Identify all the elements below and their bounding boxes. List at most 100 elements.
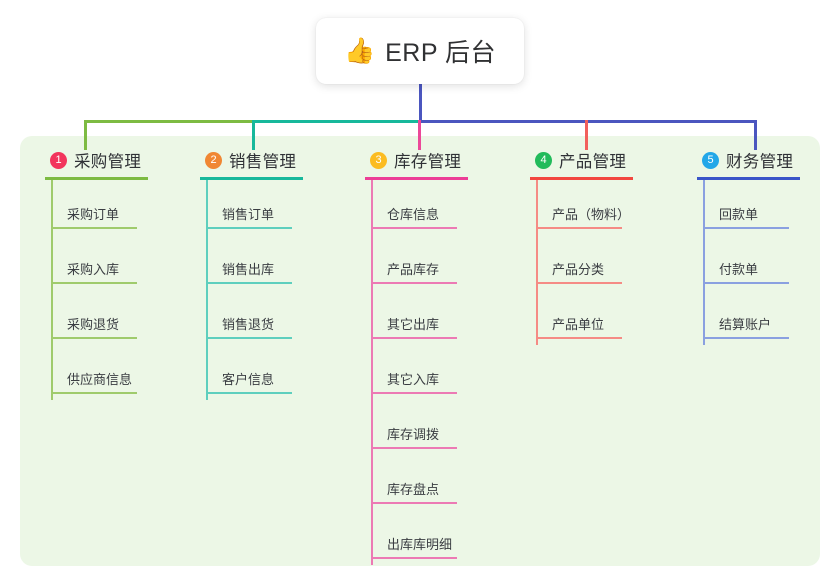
leaf-item-underline	[371, 227, 457, 229]
branch-number-badge: 2	[205, 151, 222, 169]
branch-underline	[45, 177, 148, 180]
root-node-title: ERP 后台	[385, 39, 497, 67]
leaf-item-underline	[703, 337, 789, 339]
leaf-item-underline	[536, 282, 622, 284]
leaf-item[interactable]: 库存调拨	[365, 400, 515, 455]
leaf-item-label: 供应商信息	[67, 372, 133, 387]
leaf-item-underline	[371, 337, 457, 339]
leaf-item[interactable]: 产品单位	[530, 290, 680, 345]
leaf-item[interactable]: 供应商信息	[45, 345, 195, 400]
branch-header-5[interactable]: 5 财务管理	[697, 148, 839, 172]
leaf-item-label: 仓库信息	[387, 207, 440, 222]
leaf-item[interactable]: 付款单	[697, 235, 839, 290]
branch-underline	[530, 177, 633, 180]
leaf-item[interactable]: 产品（物料）	[530, 180, 680, 235]
branch-item-list: 产品（物料） 产品分类产品单位	[530, 180, 680, 345]
leaf-item-underline	[371, 557, 457, 559]
leaf-item-label: 采购退货	[67, 317, 120, 332]
branch-title: 销售管理	[229, 153, 297, 171]
leaf-item-label: 回款单	[719, 207, 759, 222]
branch-title: 财务管理	[726, 153, 794, 171]
leaf-item-label: 销售订单	[222, 207, 275, 222]
branch-number-badge: 1	[50, 151, 67, 169]
branch-title: 产品管理	[559, 153, 627, 171]
leaf-item-label: 其它入库	[387, 372, 440, 387]
leaf-item-underline	[51, 282, 137, 284]
branch-spine	[51, 180, 53, 400]
branch-header-2[interactable]: 2 销售管理	[200, 148, 350, 172]
leaf-item-underline	[206, 392, 292, 394]
branch-underline	[697, 177, 800, 180]
branch-underline	[365, 177, 468, 180]
leaf-item-underline	[536, 227, 622, 229]
leaf-item-underline	[536, 337, 622, 339]
leaf-item[interactable]: 回款单	[697, 180, 839, 235]
branch-spine	[206, 180, 208, 400]
branch-spine	[371, 180, 373, 565]
leaf-item-label: 出库库明细	[387, 537, 453, 552]
leaf-item[interactable]: 其它出库	[365, 290, 515, 345]
bus-segment-1	[84, 120, 255, 123]
branch-item-list: 回款单付款单结算账户	[697, 180, 839, 345]
leaf-item-label: 销售退货	[222, 317, 275, 332]
leaf-item-label: 采购入库	[67, 262, 120, 277]
leaf-item-label: 产品库存	[387, 262, 440, 277]
bus-segment-3	[419, 120, 757, 123]
leaf-item-underline	[206, 282, 292, 284]
branch-number-badge: 4	[535, 151, 552, 169]
branch-drop-1	[84, 120, 87, 150]
leaf-item-underline	[371, 282, 457, 284]
leaf-item[interactable]: 客户信息	[200, 345, 350, 400]
branch-drop-3	[418, 120, 421, 150]
branch-header-4[interactable]: 4 产品管理	[530, 148, 680, 172]
leaf-item-label: 采购订单	[67, 207, 120, 222]
leaf-item[interactable]: 其它入库	[365, 345, 515, 400]
leaf-item-underline	[51, 227, 137, 229]
leaf-item[interactable]: 销售出库	[200, 235, 350, 290]
root-trunk-connector	[419, 84, 422, 122]
leaf-item-label: 销售出库	[222, 262, 275, 277]
leaf-item[interactable]: 库存盘点	[365, 455, 515, 510]
leaf-item-underline	[371, 392, 457, 394]
diagram-panel	[20, 136, 820, 566]
branch-spine	[536, 180, 538, 345]
branch-column-4: 4 产品管理产品（物料） 产品分类产品单位	[530, 148, 680, 345]
leaf-item-underline	[703, 227, 789, 229]
leaf-item-label: 产品单位	[552, 317, 605, 332]
leaf-item-underline	[371, 502, 457, 504]
branch-drop-5	[754, 120, 757, 150]
leaf-item-label: 客户信息	[222, 372, 275, 387]
branch-underline	[200, 177, 303, 180]
branch-column-2: 2 销售管理销售订单销售出库销售退货客户信息	[200, 148, 350, 400]
leaf-item-label: 付款单	[719, 262, 759, 277]
leaf-item[interactable]: 销售退货	[200, 290, 350, 345]
root-node-card[interactable]: 👍 ERP 后台	[316, 18, 524, 84]
leaf-item[interactable]: 采购退货	[45, 290, 195, 345]
branch-number-badge: 3	[370, 151, 387, 169]
branch-number-badge: 5	[702, 151, 719, 169]
leaf-item[interactable]: 产品分类	[530, 235, 680, 290]
leaf-item-underline	[51, 337, 137, 339]
leaf-item[interactable]: 采购入库	[45, 235, 195, 290]
leaf-item[interactable]: 出库库明细	[365, 510, 515, 565]
thumbs-up-icon: 👍	[343, 36, 376, 65]
branch-drop-4	[585, 120, 588, 150]
leaf-item-label: 库存调拨	[387, 427, 440, 442]
branch-item-list: 采购订单采购入库采购退货供应商信息	[45, 180, 195, 400]
branch-item-list: 销售订单销售出库销售退货客户信息	[200, 180, 350, 400]
leaf-item-label: 其它出库	[387, 317, 440, 332]
leaf-item[interactable]: 产品库存	[365, 235, 515, 290]
leaf-item[interactable]: 销售订单	[200, 180, 350, 235]
leaf-item[interactable]: 仓库信息	[365, 180, 515, 235]
leaf-item-label: 产品（物料）	[552, 207, 631, 222]
leaf-item-underline	[371, 447, 457, 449]
branch-item-list: 仓库信息产品库存其它出库其它入库库存调拨库存盘点出库库明细	[365, 180, 515, 565]
branch-spine	[703, 180, 705, 345]
leaf-item[interactable]: 采购订单	[45, 180, 195, 235]
leaf-item-label: 结算账户	[719, 317, 772, 332]
leaf-item[interactable]: 结算账户	[697, 290, 839, 345]
